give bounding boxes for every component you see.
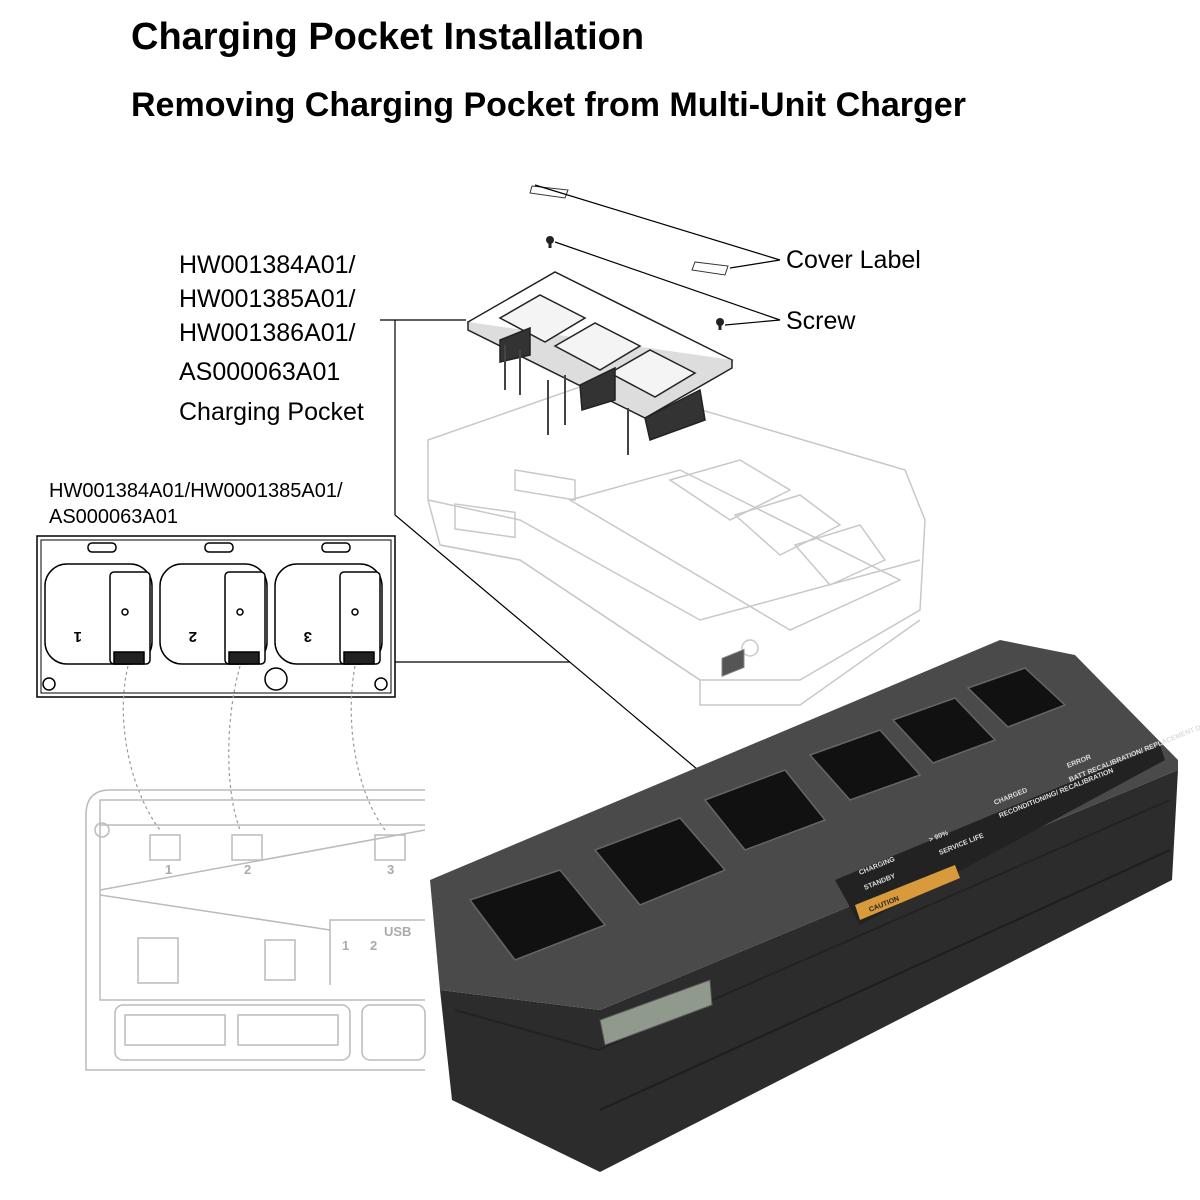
charging-pocket-callout: Charging Pocket xyxy=(179,398,364,426)
page-title: Charging Pocket Installation xyxy=(131,16,645,58)
slot-number-2: 2 xyxy=(189,628,197,645)
usb-label: USB xyxy=(384,924,411,939)
cover-label-parts xyxy=(529,185,729,276)
control-buttons xyxy=(721,648,745,677)
board-diagram xyxy=(85,789,426,1071)
port-number-1: 1 xyxy=(342,938,349,953)
slot-number-1: 1 xyxy=(74,628,82,645)
screw-callout: Screw xyxy=(786,307,856,335)
connector-number-1: 1 xyxy=(165,862,172,877)
caution-strip xyxy=(855,865,960,920)
connector-number-3: 3 xyxy=(387,862,394,877)
base-charger-outline xyxy=(427,379,926,706)
charging-pocket-exploded xyxy=(466,271,734,455)
port-number-2: 2 xyxy=(370,938,377,953)
inset-part-number-2: AS000063A01 xyxy=(49,506,179,528)
inset-pocket-top-view xyxy=(36,535,396,698)
pocket-part-number-1: HW001384A01/ xyxy=(179,251,356,279)
pocket-part-number-2: HW001385A01/ xyxy=(179,285,356,313)
leader-lines xyxy=(380,184,781,781)
slot-number-3: 3 xyxy=(304,628,312,645)
pocket-part-number-4: AS000063A01 xyxy=(179,358,341,386)
section-title: Removing Charging Pocket from Multi-Unit… xyxy=(131,86,966,124)
multi-unit-charger: CAUTION CHARGING STANDBY > 90% SERVICE L… xyxy=(430,640,1200,1172)
cover-label-callout: Cover Label xyxy=(786,246,921,274)
inset-part-number-1: HW001384A01/HW0001385A01/ xyxy=(49,480,343,502)
screw-icon xyxy=(546,236,724,330)
lcd-display xyxy=(599,979,713,1046)
pocket-slots xyxy=(44,563,383,665)
pocket-part-number-3: HW001386A01/ xyxy=(179,319,356,347)
connector-guides xyxy=(122,665,386,831)
connector-number-2: 2 xyxy=(244,862,251,877)
